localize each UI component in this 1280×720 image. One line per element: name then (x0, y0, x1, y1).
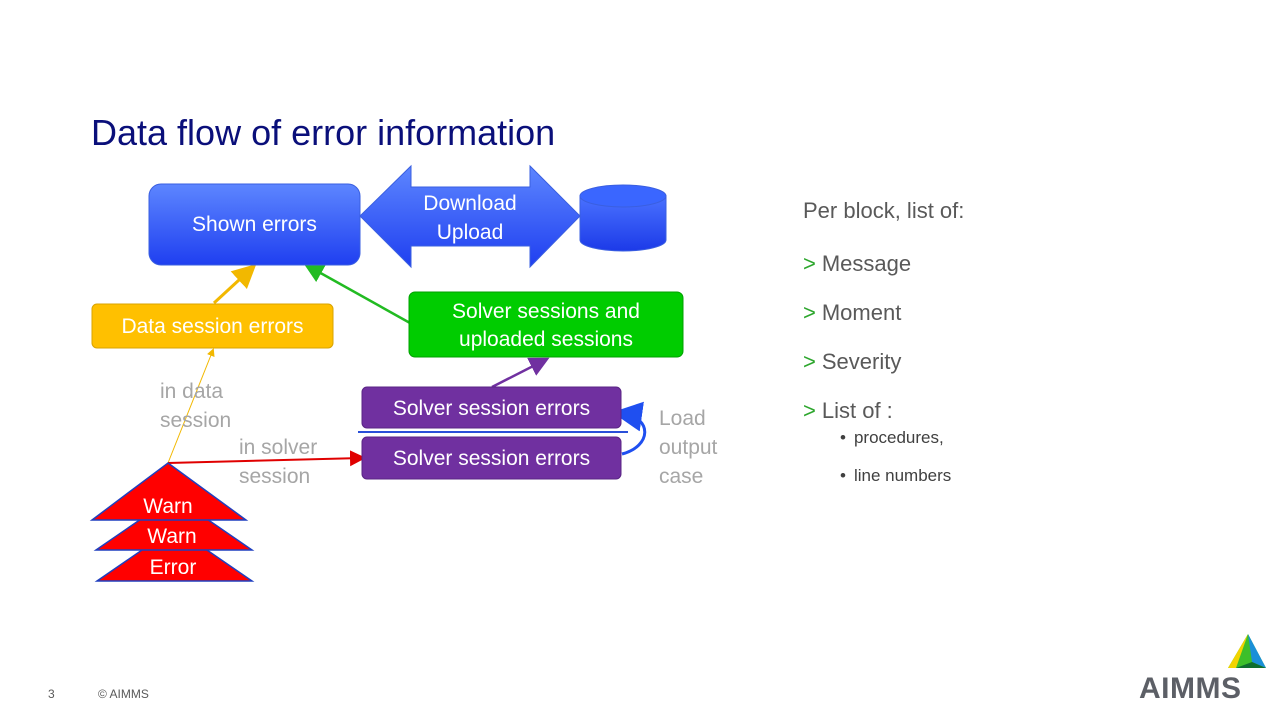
sub-item-label: line numbers (853, 466, 952, 485)
warn-label-2: Warn (147, 525, 196, 548)
green-arrow (303, 263, 411, 325)
list-item: >Moment (803, 300, 964, 349)
right-panel: Per block, list of: >Message >Moment >Se… (803, 198, 965, 485)
red-arrow (167, 450, 366, 467)
solver-sessions-label-line1: Solver sessions and (452, 300, 640, 323)
download-upload-arrow (359, 164, 581, 269)
list-item: >List of : • procedures, • line numbers (803, 398, 964, 485)
bullet: • (840, 428, 846, 447)
load-output-arrow (612, 401, 647, 456)
error-label: Error (150, 556, 197, 579)
in-solver-session-label-line2: session (239, 465, 310, 488)
solver-sessions-box (408, 291, 684, 358)
sub-item-label: procedures, (853, 428, 944, 447)
marker: > (803, 300, 816, 325)
data-session-errors-label: Data session errors (121, 315, 303, 338)
warn-label-1: Warn (143, 495, 192, 518)
item-label: Moment (821, 300, 902, 325)
thin-yellow-arrow (167, 348, 215, 464)
solver-sessions-label-line2: uploaded sessions (459, 328, 633, 351)
shown-errors-label: Shown errors (192, 213, 317, 236)
aimms-logo-icon (1228, 634, 1266, 668)
solver-session-errors-bottom-label: Solver session errors (393, 447, 590, 470)
solver-session-errors-bottom-box (361, 436, 622, 480)
sub-list: • procedures, • line numbers (840, 428, 964, 504)
warn-triangle-1 (89, 462, 249, 521)
marker: > (803, 398, 816, 423)
slide-title: Data flow of error information (91, 112, 556, 153)
list-item: >Message (803, 251, 964, 300)
in-solver-session-label-line1: in solver (239, 436, 317, 459)
purple-arrow (491, 357, 550, 389)
data-session-errors-box (91, 303, 334, 349)
sub-list-item: • line numbers (840, 466, 964, 504)
shown-errors-box (148, 183, 361, 266)
page-number: 3 (48, 687, 55, 701)
yellow-arrow-up (212, 263, 257, 305)
item-label: List of : (821, 398, 893, 423)
item-label: Message (821, 251, 912, 276)
load-output-case-line2: output (659, 436, 718, 459)
marker: > (803, 349, 816, 374)
download-label: Download (423, 192, 516, 215)
copyright: © AIMMS (98, 687, 149, 701)
bullet: • (840, 466, 846, 485)
in-data-session-label-line2: session (160, 409, 231, 432)
attribute-list: >Message >Moment >Severity >List of : •p… (803, 251, 964, 485)
upload-label: Upload (437, 221, 504, 244)
load-output-case-line3: case (659, 465, 703, 488)
in-data-session-label-line1: in data (160, 380, 223, 403)
solver-session-errors-top-box (361, 386, 622, 429)
panel-heading: Per block, list of: (803, 198, 965, 223)
item-label: Severity (821, 349, 902, 374)
database-icon (579, 184, 667, 252)
logo-text: AIMMS (1139, 672, 1242, 705)
solver-session-errors-top-label: Solver session errors (393, 397, 590, 420)
sub-list-item: • procedures, (840, 428, 964, 466)
load-output-case-line1: Load (659, 407, 706, 430)
list-item: >Severity (803, 349, 964, 398)
marker: > (803, 251, 816, 276)
